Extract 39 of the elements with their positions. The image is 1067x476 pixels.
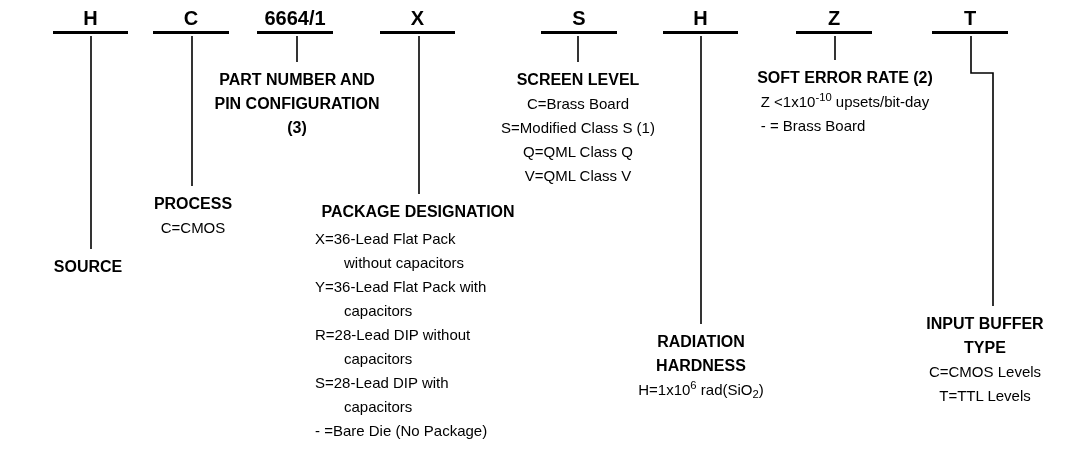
option-text: R=28-Lead DIP without capacitors	[315, 325, 472, 369]
option-text: S=Modified Class S (1)	[500, 118, 656, 138]
code-segment: H	[663, 5, 738, 34]
field-heading: SOFT ERROR RATE (2)	[756, 68, 934, 88]
field-heading: SCREEN LEVEL	[515, 70, 641, 90]
code-segment: X	[380, 5, 455, 34]
option-text: T=TTL Levels	[938, 386, 1032, 406]
option-text: Q=QML Class Q	[522, 142, 634, 162]
option-text: H=1x10$^{6}$ rad(SiO$_{2}$)	[637, 378, 765, 402]
code-segment: Z	[796, 5, 872, 34]
field-heading: PROCESS	[152, 194, 234, 214]
option-text: X=36-Lead Flat Pack without capacitors	[315, 229, 466, 273]
code-segment: 6664/1	[257, 5, 333, 34]
field-heading: PART NUMBER AND PIN CONFIGURATION (3)	[213, 70, 381, 138]
field-heading: RADIATION HARDNESS	[655, 332, 747, 376]
field-heading: PACKAGE DESIGNATION	[320, 202, 516, 222]
code-segment: T	[932, 5, 1008, 34]
option-text: C=Brass Board	[525, 94, 631, 114]
option-text: C=CMOS	[159, 218, 227, 238]
leader-line	[296, 35, 298, 63]
field-heading: INPUT BUFFER TYPE	[925, 314, 1045, 358]
option-text: Z <1x10$^{-10}$ upsets/bit-day	[760, 90, 930, 112]
leader-line	[577, 35, 579, 63]
leader-line	[834, 35, 836, 61]
code-segment: C	[153, 5, 229, 34]
code-segment: H	[53, 5, 128, 34]
leader-line	[90, 35, 92, 250]
code-segment: S	[541, 5, 617, 34]
leader-line	[700, 35, 702, 325]
option-text: Y=36-Lead Flat Pack with capacitors	[315, 277, 488, 321]
option-text: V=QML Class V	[523, 166, 633, 186]
leader-line	[191, 35, 193, 187]
option-text: S=28-Lead DIP with capacitors	[315, 373, 450, 417]
field-heading: SOURCE	[52, 257, 124, 277]
leader-line	[418, 35, 420, 195]
option-text: - =Bare Die (No Package)	[315, 421, 489, 441]
leader-line	[970, 35, 994, 307]
option-text: C=CMOS Levels	[927, 362, 1043, 382]
option-text: - = Brass Board	[760, 116, 867, 136]
